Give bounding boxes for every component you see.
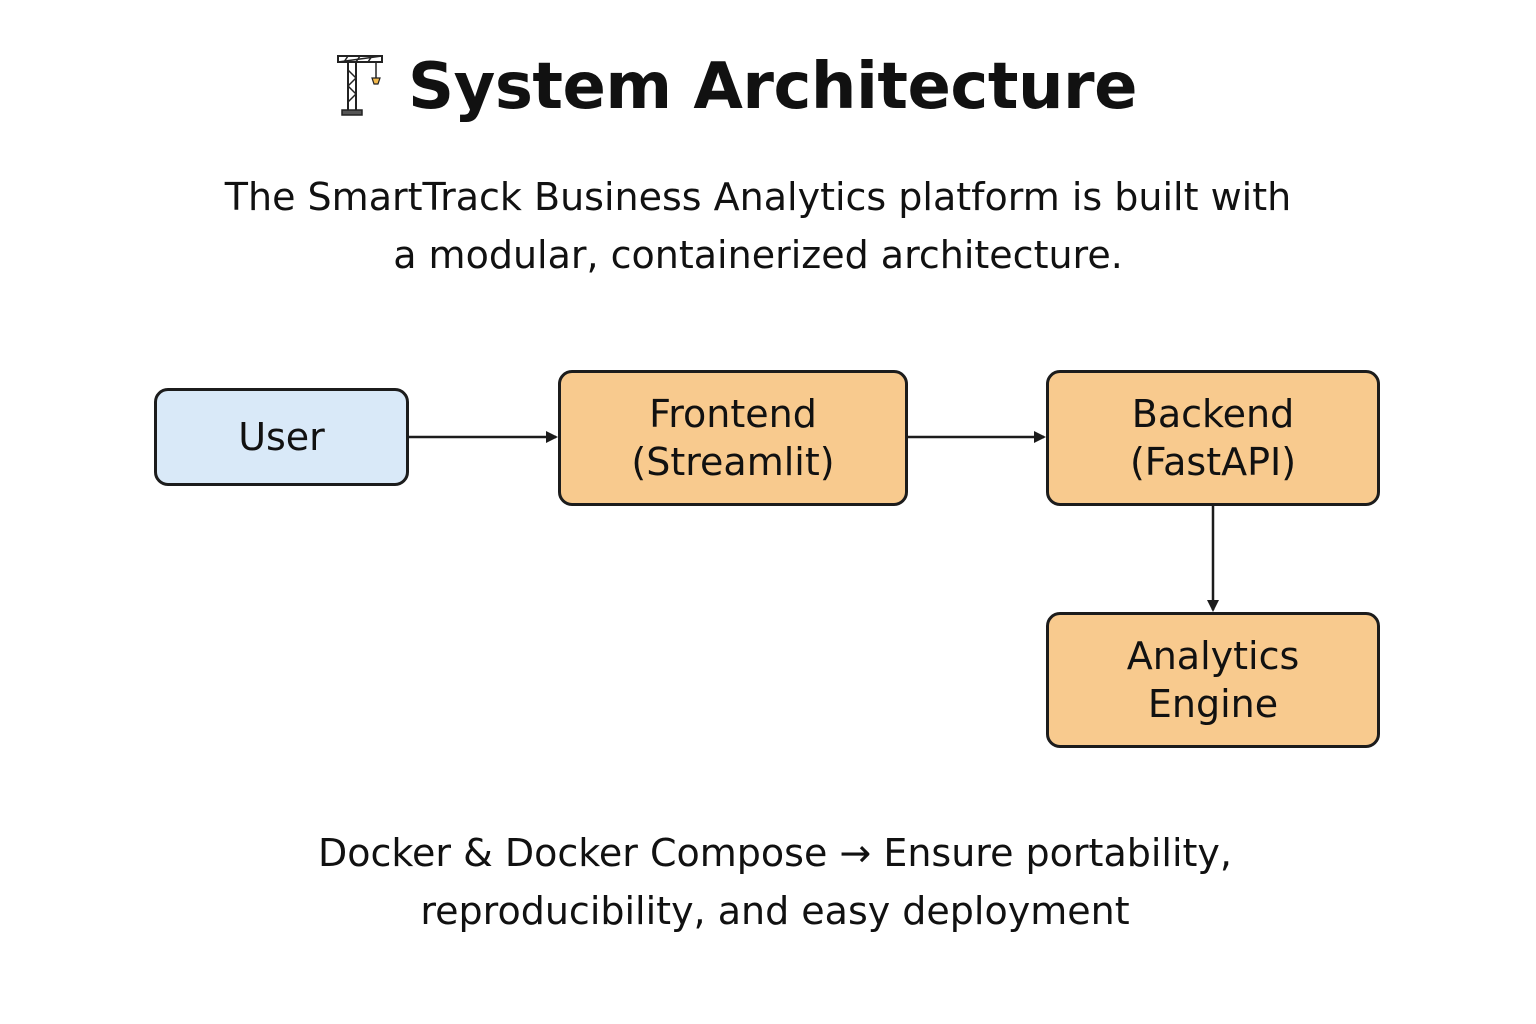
node-frontend: Frontend (Streamlit) <box>558 370 908 506</box>
footer-line-2: reproducibility, and easy deployment <box>420 889 1130 933</box>
node-user: User <box>154 388 409 486</box>
node-frontend-sublabel: (Streamlit) <box>631 440 835 484</box>
node-backend: Backend (FastAPI) <box>1046 370 1380 506</box>
node-user-label: User <box>238 415 325 459</box>
node-backend-label: Backend <box>1131 392 1295 436</box>
node-frontend-label: Frontend <box>649 392 817 436</box>
crane-icon <box>337 55 383 116</box>
title-row: System Architecture <box>0 44 1536 134</box>
footer-text: Docker & Docker Compose → Ensure portabi… <box>200 824 1350 940</box>
node-analytics-sublabel: Engine <box>1147 682 1279 726</box>
node-analytics-label: Analytics <box>1126 634 1300 678</box>
intro-line-2: a modular, containerized architecture. <box>393 233 1123 277</box>
node-backend-sublabel: (FastAPI) <box>1129 440 1297 484</box>
intro-line-1: The SmartTrack Business Analytics platfo… <box>224 175 1292 219</box>
node-analytics-engine: Analytics Engine <box>1046 612 1380 748</box>
footer-line-1: Docker & Docker Compose → Ensure portabi… <box>318 831 1232 875</box>
page-title: System Architecture <box>408 50 1137 124</box>
intro-text: The SmartTrack Business Analytics platfo… <box>168 168 1348 284</box>
